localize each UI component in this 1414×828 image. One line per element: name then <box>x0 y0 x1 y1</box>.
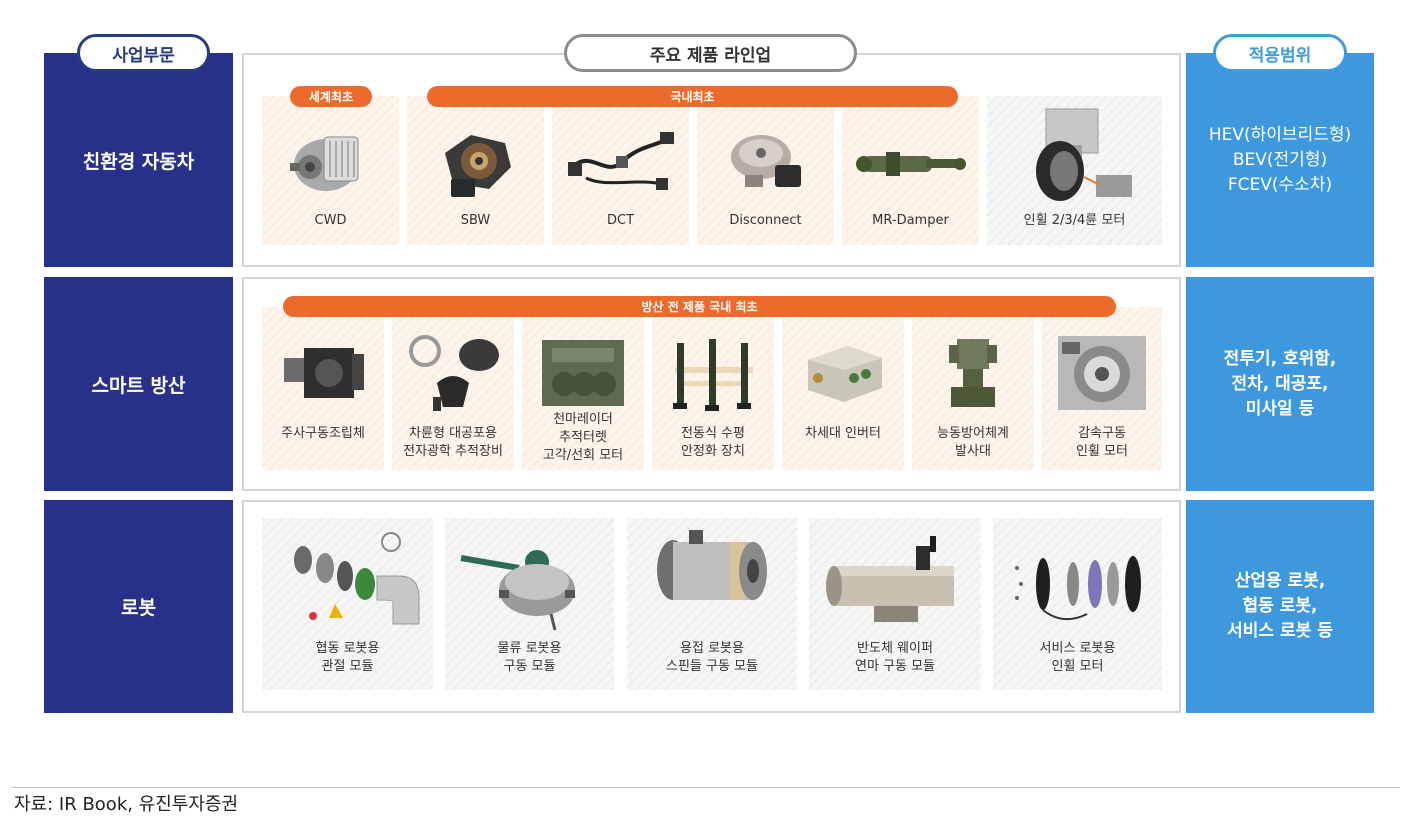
application-smart-defense: 전투기, 호위함, 전차, 대공포, 미사일 등 <box>1186 277 1374 491</box>
product-label: 서비스 로봇용 인휠 모터 <box>1039 641 1116 674</box>
service-in-wheel-motor-icon <box>1014 556 1141 621</box>
product-label: 용접 로봇용 스핀들 구동 모듈 <box>666 641 758 674</box>
inverter-icon <box>808 346 882 402</box>
reduction-in-wheel-motor-icon <box>1058 336 1146 410</box>
product-card: DCT <box>552 96 689 245</box>
product-card: MR-Damper <box>842 96 979 245</box>
application-text: 산업용 로봇, 협동 로봇, 서비스 로봇 등 <box>1227 571 1333 641</box>
product-card: 천마레이더 추적터렛 고각/선회 모터 <box>522 307 644 470</box>
product-card: 협동 로봇용 관절 모듈 <box>262 518 433 690</box>
product-lineup-header: 주요 제품 라인업 <box>564 34 857 72</box>
product-label: 물류 로봇용 구동 모듈 <box>497 641 562 674</box>
product-card: 반도체 웨이퍼 연마 구동 모듈 <box>809 518 981 690</box>
product-card: Disconnect <box>697 96 834 245</box>
application-eco-vehicle: HEV(하이브리드형) BEV(전기형) FCEV(수소차) <box>1186 53 1374 267</box>
spindle-drive-module-icon <box>657 530 767 600</box>
product-label: 차세대 인버터 <box>805 426 881 441</box>
product-label: CWD <box>314 213 347 228</box>
footer-divider <box>12 787 1400 788</box>
product-label: Disconnect <box>729 213 802 228</box>
dct-harness-icon <box>567 132 674 190</box>
product-label: 천마레이더 추적터렛 고각/선회 모터 <box>542 412 624 463</box>
product-card: 서비스 로봇용 인휠 모터 <box>993 518 1162 690</box>
application-text: HEV(하이브리드형) BEV(전기형) FCEV(수소차) <box>1208 124 1352 195</box>
product-label: 인휠 2/3/4륜 모터 <box>1023 213 1126 228</box>
product-card: 주사구동조립체 <box>262 307 384 470</box>
application-robot: 산업용 로봇, 협동 로봇, 서비스 로봇 등 <box>1186 500 1374 713</box>
division-header: 사업부문 <box>77 34 210 72</box>
product-label: 협동 로봇용 관절 모듈 <box>315 641 380 674</box>
product-card: 차세대 인버터 <box>782 307 904 470</box>
product-label: SBW <box>460 213 491 228</box>
source-note: 자료: IR Book, 유진투자증권 <box>14 794 239 815</box>
badge-defense-domestic-first: 방산 전 제품 국내 최초 <box>283 296 1116 317</box>
launcher-icon <box>949 339 997 407</box>
product-card: SBW <box>407 96 544 245</box>
product-card: 능동방어체계 발사대 <box>912 307 1034 470</box>
disconnect-actuator-icon <box>730 135 801 187</box>
leveling-stabilizer-icon <box>673 339 753 411</box>
product-card: 감속구동 인휠 모터 <box>1042 307 1162 470</box>
sbw-actuator-icon <box>444 135 511 197</box>
in-wheel-motor-icon <box>1035 108 1132 201</box>
application-text: 전투기, 호위함, 전차, 대공포, 미사일 등 <box>1223 348 1337 419</box>
robot-joint-module-icon <box>293 532 419 625</box>
product-label: DCT <box>606 213 635 228</box>
logistics-drive-module-icon <box>459 550 575 631</box>
category-eco-vehicle: 친환경 자동차 <box>44 53 233 267</box>
application-header: 적용범위 <box>1213 34 1347 72</box>
product-card: 용접 로봇용 스핀들 구동 모듈 <box>627 518 797 690</box>
mr-damper-icon <box>855 152 966 176</box>
radar-turret-motor-icon <box>542 340 624 406</box>
product-label: 차륜형 대공포용 전자광학 추적장비 <box>403 426 503 459</box>
product-label: MR-Damper <box>872 213 949 228</box>
cwd-gearbox-icon <box>289 136 358 191</box>
product-label: 전동식 수평 안정화 장치 <box>681 426 745 459</box>
product-label: 감속구동 인휠 모터 <box>1076 426 1128 459</box>
product-card: CWD <box>262 96 399 245</box>
eo-tracking-equipment-icon <box>409 335 499 411</box>
product-label: 반도체 웨이퍼 연마 구동 모듈 <box>854 641 936 674</box>
category-smart-defense: 스마트 방산 <box>44 277 233 491</box>
wafer-polishing-module-icon <box>826 536 954 622</box>
product-label: 주사구동조립체 <box>281 426 365 441</box>
product-card: 인휠 2/3/4륜 모터 <box>987 96 1162 245</box>
badge-domestic-first: 국내최초 <box>427 86 958 107</box>
product-card: 전동식 수평 안정화 장치 <box>652 307 774 470</box>
scan-drive-assembly-icon <box>284 348 364 398</box>
badge-world-first: 세계최초 <box>290 86 372 107</box>
product-label: 능동방어체계 발사대 <box>937 426 1009 459</box>
category-robot: 로봇 <box>44 500 233 713</box>
product-card: 차륜형 대공포용 전자광학 추적장비 <box>392 307 514 470</box>
product-card: 물류 로봇용 구동 모듈 <box>445 518 614 690</box>
